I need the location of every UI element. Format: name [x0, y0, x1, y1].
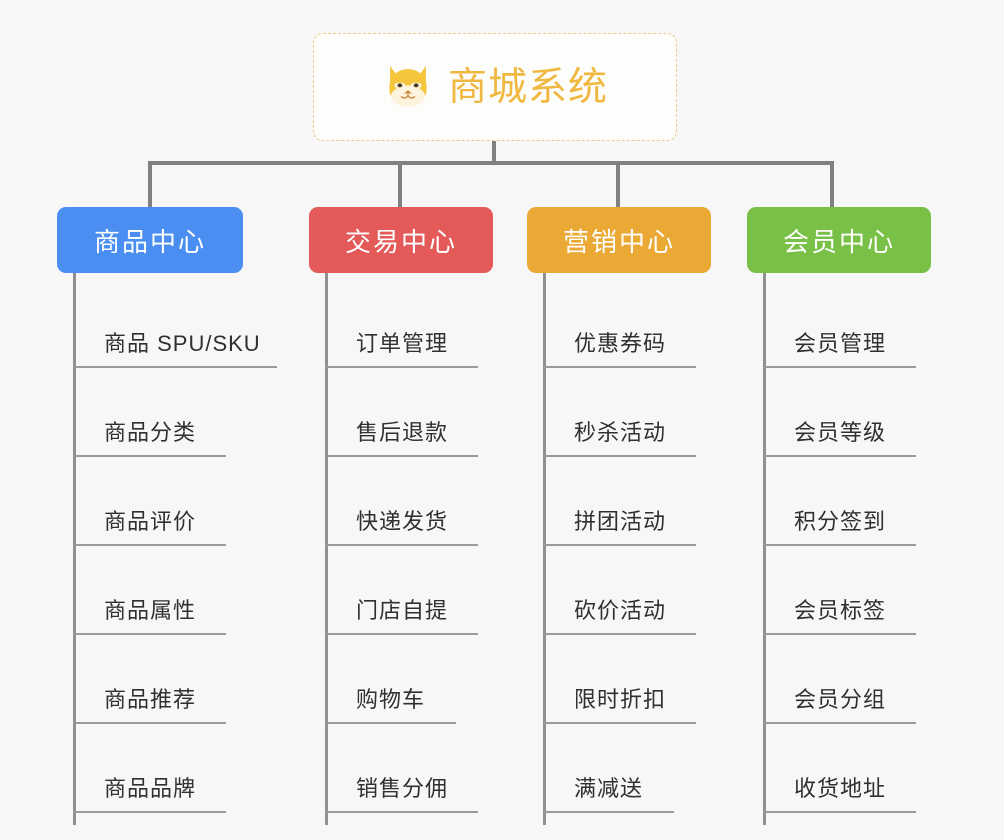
list-item-label: 优惠券码	[574, 331, 667, 356]
list-item-label: 购物车	[356, 687, 426, 712]
list-item[interactable]: 商品推荐	[57, 635, 243, 724]
branch-trunk-3	[543, 273, 546, 825]
list-item-underline	[74, 811, 226, 813]
list-item-underline	[74, 722, 226, 724]
list-item-label: 订单管理	[356, 331, 449, 356]
list-item-underline	[764, 455, 916, 457]
connector-drop-3	[616, 161, 620, 207]
list-item-underline	[326, 366, 478, 368]
list-item-underline	[544, 544, 696, 546]
list-item[interactable]: 快递发货	[309, 457, 493, 546]
connector-drop-2	[398, 161, 402, 207]
list-item-underline	[544, 633, 696, 635]
list-item-label: 商品 SPU/SKU	[104, 331, 261, 356]
list-item[interactable]: 商品 SPU/SKU	[57, 279, 277, 368]
list-item-underline	[326, 633, 478, 635]
list-item-underline	[544, 366, 696, 368]
list-item-label: 商品推荐	[104, 687, 197, 712]
list-item-label: 砍价活动	[574, 598, 667, 623]
list-item-label: 门店自提	[356, 598, 449, 623]
branch-trunk-4	[763, 273, 766, 825]
list-item-underline	[326, 455, 478, 457]
shiba-dog-icon	[382, 61, 434, 113]
branch-header-1[interactable]: 商品中心	[57, 207, 243, 273]
list-item[interactable]: 订单管理	[309, 279, 493, 368]
list-item-label: 商品分类	[104, 420, 197, 445]
connector-drop-1	[148, 161, 152, 207]
list-item-label: 满减送	[574, 776, 644, 801]
branch-trunk-2	[325, 273, 328, 825]
root-node[interactable]: 商城系统	[313, 33, 677, 141]
list-item-label: 商品评价	[104, 509, 197, 534]
list-item-underline	[764, 633, 916, 635]
list-item-label: 会员标签	[794, 598, 887, 623]
list-item-underline	[326, 544, 478, 546]
list-item[interactable]: 销售分佣	[309, 724, 493, 813]
branch-items-1: 商品 SPU/SKU 商品分类 商品评价 商品属性 商品推荐 商品品牌	[57, 273, 277, 825]
branch-header-4[interactable]: 会员中心	[747, 207, 931, 273]
list-item-underline	[74, 544, 226, 546]
list-item-underline	[74, 366, 277, 368]
list-item-underline	[74, 633, 226, 635]
branch-column-1: 商品中心 商品 SPU/SKU 商品分类 商品评价 商品属性 商品推荐	[57, 207, 277, 825]
list-item[interactable]: 会员等级	[747, 368, 931, 457]
connector-drop-4	[830, 161, 834, 207]
list-item-label: 会员管理	[794, 331, 887, 356]
list-item-label: 销售分佣	[356, 776, 449, 801]
branch-column-3: 营销中心 优惠券码 秒杀活动 拼团活动 砍价活动 限时折扣	[527, 207, 711, 825]
list-item[interactable]: 商品分类	[57, 368, 243, 457]
list-item-label: 会员分组	[794, 687, 887, 712]
list-item-label: 售后退款	[356, 420, 449, 445]
list-item[interactable]: 满减送	[527, 724, 711, 813]
connector-horizontal-bus	[148, 161, 834, 165]
list-item[interactable]: 门店自提	[309, 546, 493, 635]
branch-header-2[interactable]: 交易中心	[309, 207, 493, 273]
list-item-underline	[544, 811, 674, 813]
list-item[interactable]: 收货地址	[747, 724, 931, 813]
list-item-underline	[544, 455, 696, 457]
list-item-label: 收货地址	[794, 776, 887, 801]
branch-column-4: 会员中心 会员管理 会员等级 积分签到 会员标签 会员分组	[747, 207, 931, 825]
list-item[interactable]: 会员分组	[747, 635, 931, 724]
list-item-underline	[764, 366, 916, 368]
branch-items-4: 会员管理 会员等级 积分签到 会员标签 会员分组 收货地址	[747, 273, 931, 825]
list-item[interactable]: 购物车	[309, 635, 493, 724]
list-item-underline	[764, 811, 916, 813]
branch-items-2: 订单管理 售后退款 快递发货 门店自提 购物车 销售分佣	[309, 273, 493, 825]
list-item[interactable]: 商品评价	[57, 457, 243, 546]
branch-items-3: 优惠券码 秒杀活动 拼团活动 砍价活动 限时折扣 满减送	[527, 273, 711, 825]
list-item-underline	[764, 722, 916, 724]
list-item[interactable]: 商品品牌	[57, 724, 243, 813]
list-item-underline	[544, 722, 696, 724]
list-item-label: 商品属性	[104, 598, 197, 623]
list-item[interactable]: 售后退款	[309, 368, 493, 457]
list-item[interactable]: 会员管理	[747, 279, 931, 368]
list-item-label: 限时折扣	[574, 687, 667, 712]
list-item-label: 商品品牌	[104, 776, 197, 801]
connector-root-stem	[492, 141, 496, 164]
list-item[interactable]: 积分签到	[747, 457, 931, 546]
list-item[interactable]: 商品属性	[57, 546, 243, 635]
branch-column-2: 交易中心 订单管理 售后退款 快递发货 门店自提 购物车	[309, 207, 493, 825]
branch-trunk-1	[73, 273, 76, 825]
list-item-label: 秒杀活动	[574, 420, 667, 445]
list-item-label: 会员等级	[794, 420, 887, 445]
list-item[interactable]: 砍价活动	[527, 546, 711, 635]
list-item[interactable]: 拼团活动	[527, 457, 711, 546]
list-item-underline	[764, 544, 916, 546]
list-item-underline	[326, 811, 478, 813]
list-item-underline	[74, 455, 226, 457]
list-item-label: 快递发货	[356, 509, 449, 534]
list-item-underline	[326, 722, 456, 724]
list-item[interactable]: 秒杀活动	[527, 368, 711, 457]
list-item[interactable]: 会员标签	[747, 546, 931, 635]
list-item-label: 拼团活动	[574, 509, 667, 534]
root-title: 商城系统	[447, 65, 608, 109]
list-item[interactable]: 优惠券码	[527, 279, 711, 368]
list-item[interactable]: 限时折扣	[527, 635, 711, 724]
branch-header-3[interactable]: 营销中心	[527, 207, 711, 273]
list-item-label: 积分签到	[794, 509, 887, 534]
